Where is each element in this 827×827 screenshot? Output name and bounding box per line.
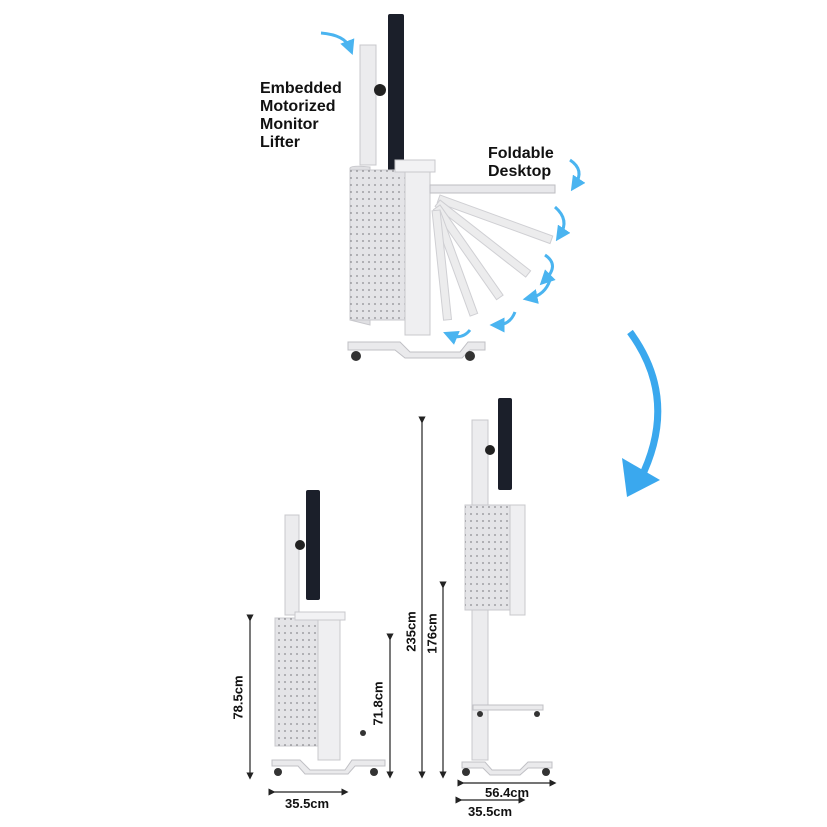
foldable-desktop-callout: Foldable Desktop — [488, 145, 554, 181]
desk-height-label: 71.8cm — [370, 681, 386, 726]
compact-height-label: 78.5cm — [230, 675, 246, 720]
extended-device — [461, 398, 553, 776]
compact-width-label: 35.5cm — [285, 796, 330, 811]
dimension-lines — [246, 416, 557, 804]
transition-arrow — [627, 329, 662, 482]
callout-line: Embedded — [260, 80, 342, 97]
callout-line: Foldable — [488, 145, 554, 162]
callout-line: Desktop — [488, 163, 552, 180]
cabinet-top-height-label: 176cm — [424, 613, 440, 654]
monitor — [388, 14, 404, 172]
compact-device — [271, 490, 386, 776]
callout-line: Motorized — [260, 98, 336, 115]
max-height-label: 235cm — [403, 611, 419, 652]
top-device-folding-view — [320, 14, 586, 361]
monitor-lifter-callout: Embedded Motorized Monitor Lifter — [260, 80, 342, 152]
callout-line: Lifter — [260, 134, 300, 151]
callout-line: Monitor — [260, 116, 319, 133]
base-inner-width-label: 35.5cm — [468, 804, 513, 819]
base-width-label: 56.4cm — [485, 785, 530, 800]
